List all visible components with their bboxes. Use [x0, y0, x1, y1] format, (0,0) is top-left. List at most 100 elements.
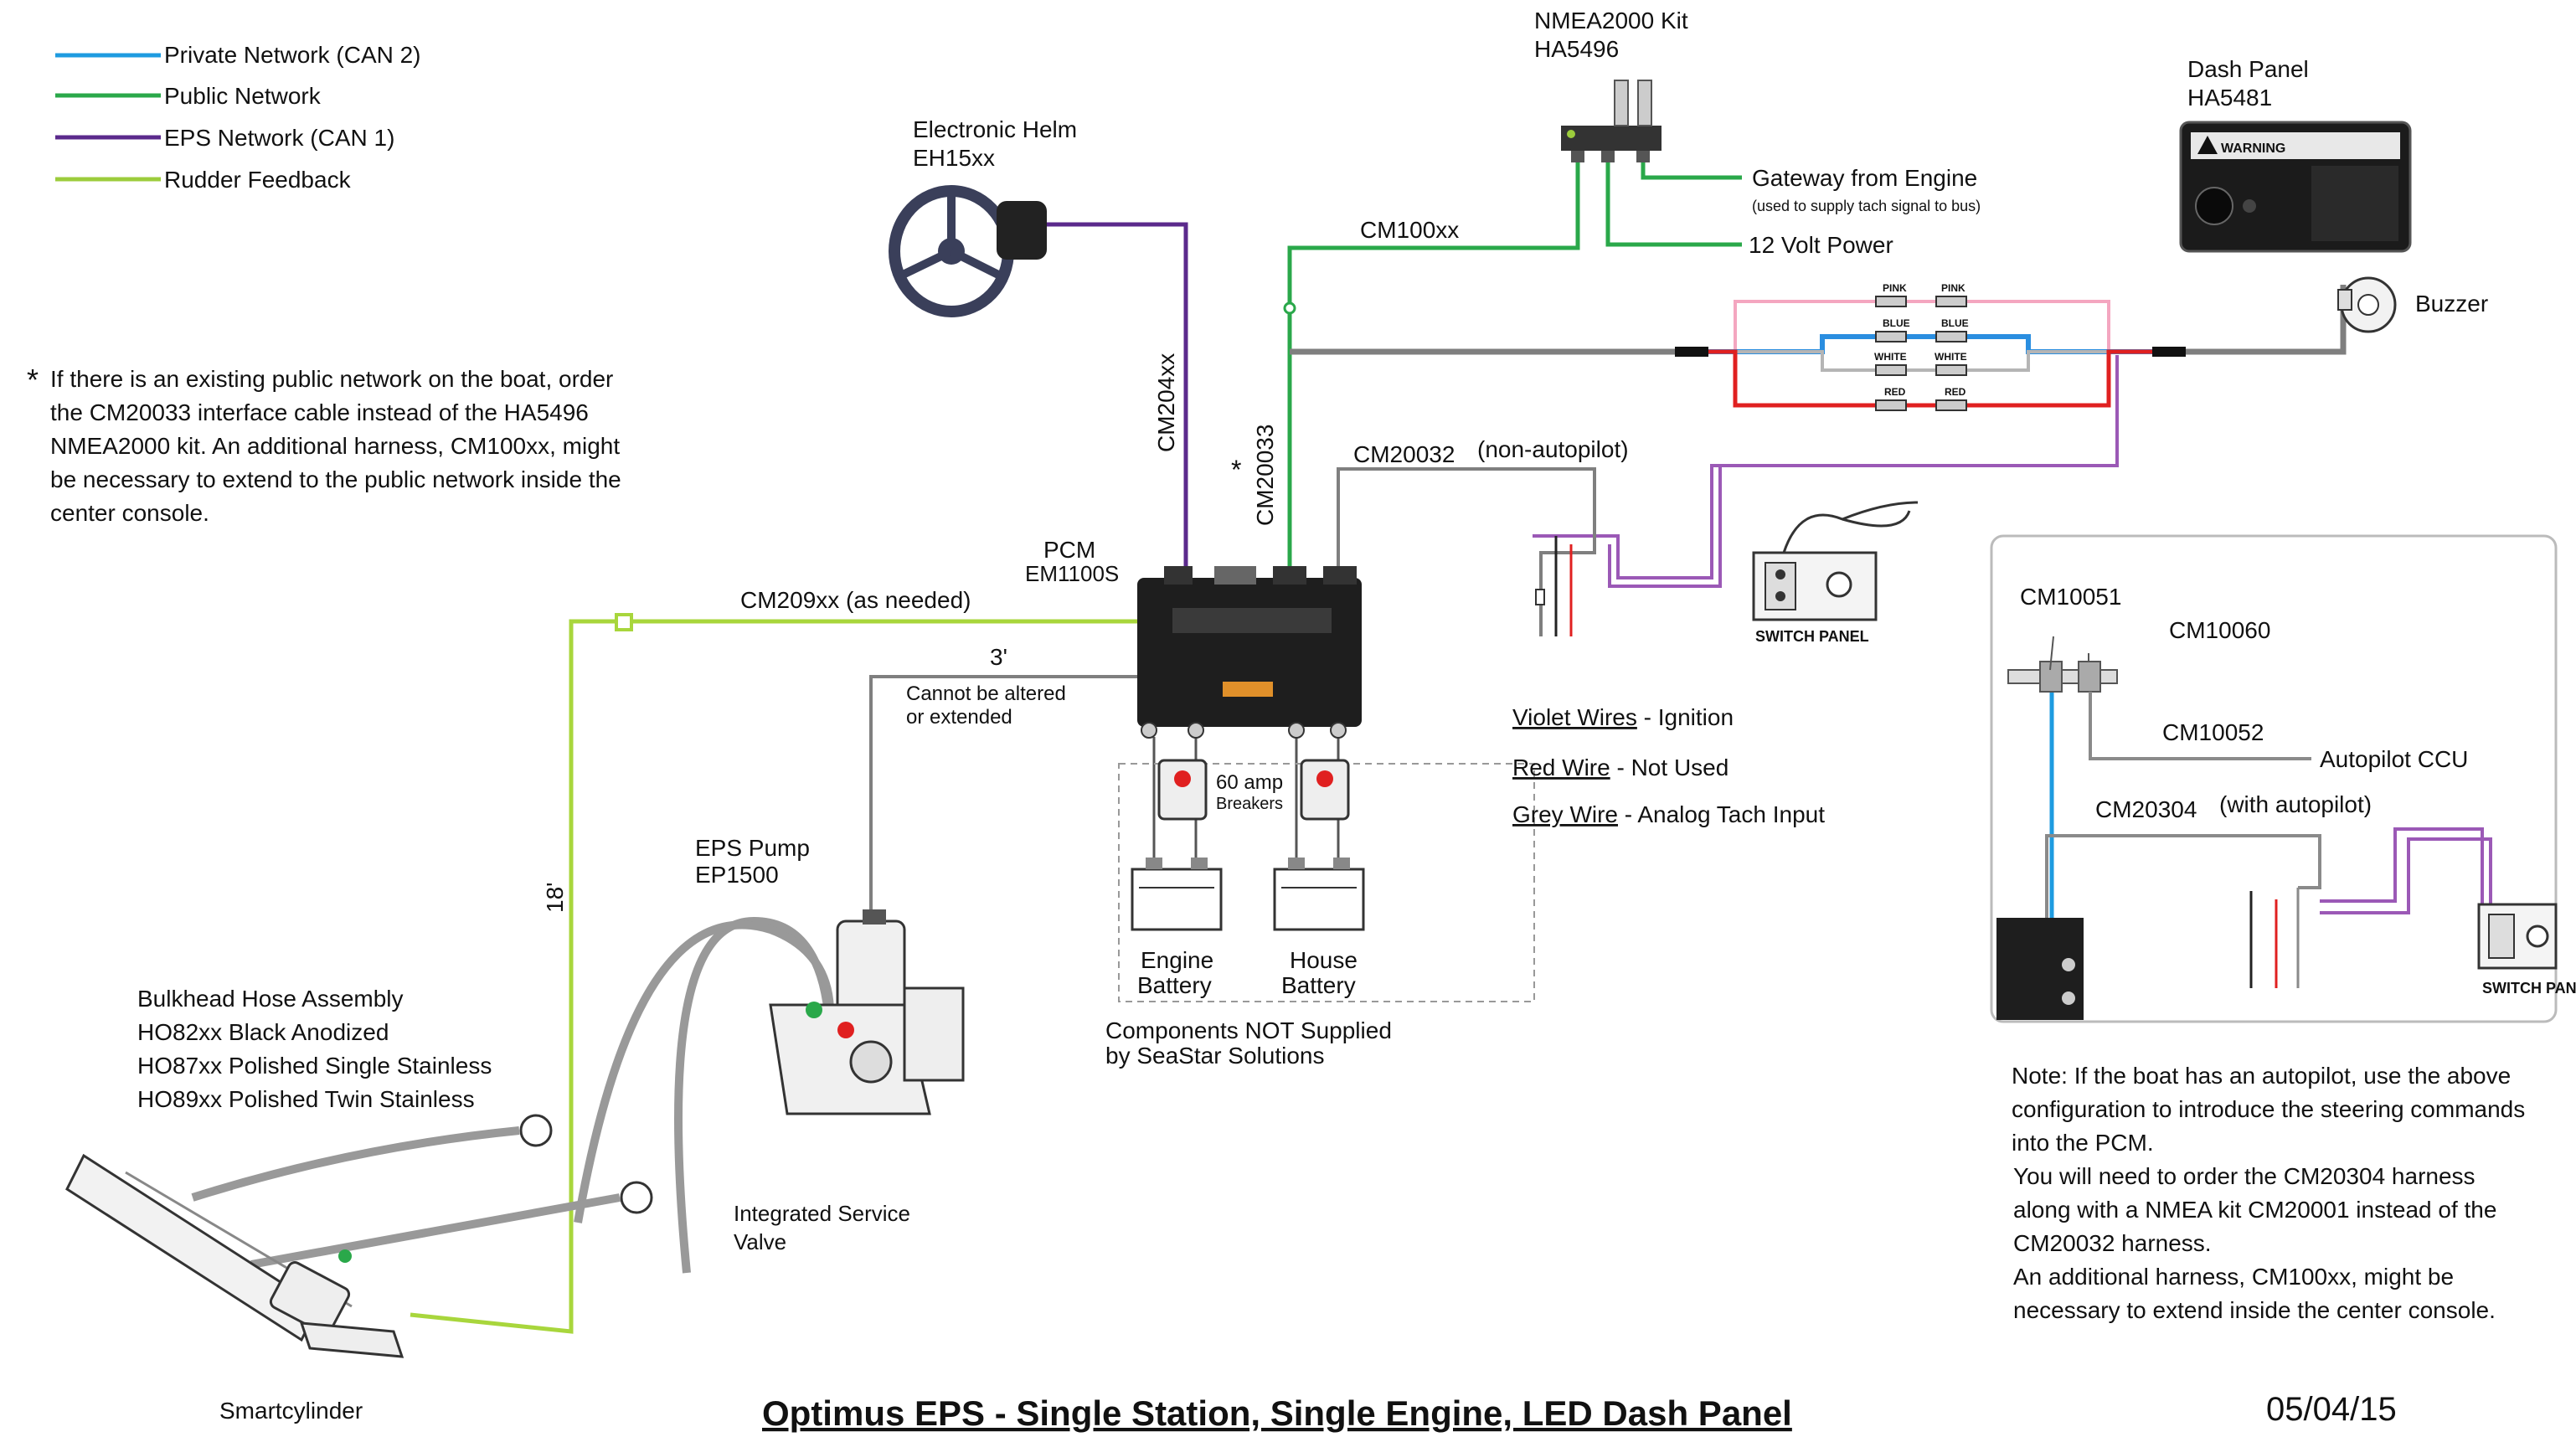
switch-panel-label: SWITCH PANEL [1755, 628, 1869, 645]
inset-switch-panel-label: SWITCH PANE [2482, 980, 2576, 997]
house-battery [1273, 858, 1365, 931]
helm-part: EH15xx [913, 145, 995, 171]
pump-title: EPS Pump [695, 835, 810, 861]
wire-key-desc: - Ignition [1637, 704, 1734, 730]
power-wire [1605, 159, 1742, 247]
wire-key-desc: - Analog Tach Input [1618, 801, 1825, 827]
public-network-junction [1283, 301, 1296, 315]
autopilot-note: Note: If the boat has an autopilot, use … [2012, 1063, 2525, 1323]
inset-tee [2078, 661, 2101, 693]
inset-ccu-wire [2089, 692, 2311, 760]
fuse [1875, 296, 1907, 307]
fuse [1875, 399, 1907, 411]
smartcylinder [65, 1153, 404, 1358]
not-supplied-label: Components NOT Supplied [1105, 1017, 1392, 1043]
svg-text:Red Wire - Not Used: Red Wire - Not Used [1512, 755, 1728, 780]
fuse [1875, 364, 1907, 376]
wire-key-name: Violet Wires [1512, 704, 1637, 730]
inset-cm20304-wire [2045, 834, 2321, 921]
fuse [1935, 331, 1967, 343]
nmea-kit-part: HA5496 [1534, 36, 1619, 62]
cm100xx-label: CM100xx [1360, 217, 1459, 243]
connector [1675, 347, 1708, 357]
legend-public-label: Public Network [164, 83, 322, 109]
note-line: along with a NMEA kit CM20001 instead of… [2013, 1197, 2496, 1223]
fuse-label-blue: BLUE [1941, 317, 1969, 329]
footnote-line: center console. [50, 500, 209, 526]
note-line: necessary to extend inside the center co… [2013, 1297, 2496, 1323]
nmea-kit [1561, 80, 1662, 162]
note-line: You will need to order the CM20304 harne… [2013, 1163, 2476, 1189]
note-line: configuration to introduce the steering … [2012, 1096, 2525, 1122]
footnote-line: If there is an existing public network o… [50, 366, 613, 392]
pump-part: EP1500 [695, 862, 779, 888]
legend: Private Network (CAN 2) Public Network E… [55, 42, 421, 193]
power-label: 12 Volt Power [1749, 232, 1893, 258]
valve-label: Integrated Service [734, 1201, 910, 1226]
house-battery-label: House [1290, 947, 1358, 973]
footnote: * If there is an existing public network… [27, 363, 621, 526]
fuse-label-white: WHITE [1935, 351, 1967, 363]
wire-terminal [1535, 589, 1545, 605]
wire-key: Violet Wires - Ignition Red Wire - Not U… [1512, 704, 1825, 827]
hose-line: HO89xx Polished Twin Stainless [137, 1086, 475, 1112]
warning-icon [2197, 136, 2218, 154]
rudder-feedback-wire [410, 619, 1147, 1334]
cm204xx-label: CM204xx [1153, 353, 1179, 452]
diagram-date: 05/04/15 [2266, 1391, 2397, 1428]
blue-wire [1708, 334, 2152, 354]
cylinder-label: Smartcylinder [219, 1398, 363, 1424]
eps-pump [574, 909, 965, 1274]
fuse-label-red: RED [1884, 386, 1906, 398]
pcm-part: EM1100S [1025, 561, 1119, 586]
hose-fittings [191, 1114, 653, 1269]
hose-title: Bulkhead Hose Assembly [137, 986, 404, 1012]
not-supplied-box [1118, 763, 1535, 1002]
fuse-label-pink: PINK [1941, 282, 1965, 294]
fuse [1935, 364, 1967, 376]
wire-key-desc: - Not Used [1610, 755, 1729, 780]
cannot-alter-label: or extended [906, 706, 1012, 729]
inset-cm10051: CM10051 [2020, 584, 2121, 610]
switch-panel [1752, 501, 1919, 621]
breakers-label: Breakers [1216, 795, 1283, 813]
fuse-harness: PINK PINK BLUE BLUE WHITE WHITE RED RED [1708, 282, 2152, 411]
svg-text:Grey Wire - Analog Tach Input: Grey Wire - Analog Tach Input [1512, 801, 1825, 827]
electronic-helm [889, 185, 1047, 317]
fuse-label-blue: BLUE [1883, 317, 1910, 329]
note-line: Note: If the boat has an autopilot, use … [2012, 1063, 2511, 1089]
rudder-connector [615, 613, 633, 631]
eighteen-ft-label: 18' [542, 883, 568, 914]
cm209xx-label: CM209xx (as needed) [740, 587, 971, 613]
grey-trunk-to-dash [2169, 285, 2347, 355]
cannot-alter-label: Cannot be altered [906, 682, 1066, 705]
cm20032-grey-wire [1337, 467, 1596, 636]
breakers [1157, 759, 1350, 821]
dash-panel: WARNING [2179, 121, 2412, 253]
fuse [1875, 331, 1907, 343]
not-supplied-label: by SeaStar Solutions [1105, 1043, 1325, 1069]
fuse [1935, 296, 1967, 307]
dash-panel-title: Dash Panel [2187, 56, 2309, 82]
violet-ignition-wire [1608, 466, 1722, 588]
inset-cm20304-note: (with autopilot) [2219, 791, 2372, 817]
gateway-wire [1641, 159, 1742, 180]
eps-network-wire [1035, 222, 1188, 586]
fuse [1935, 399, 1967, 411]
pink-wire [1708, 300, 2152, 353]
pcm-title: PCM [1043, 537, 1095, 563]
engine-battery-label: Engine [1141, 947, 1213, 973]
inset-ccu: Autopilot CCU [2320, 746, 2468, 772]
dash-warning-label: WARNING [2221, 142, 2285, 156]
engine-battery [1131, 858, 1223, 931]
cm20032-label: CM20032 [1353, 441, 1455, 467]
inset-cm10052: CM10052 [2162, 719, 2264, 745]
connector [2152, 347, 2186, 357]
inset-frame [1990, 534, 2558, 1023]
legend-eps-label: EPS Network (CAN 1) [164, 125, 394, 151]
breakers-amp: 60 amp [1216, 771, 1283, 794]
nmea-kit-title: NMEA2000 Kit [1534, 8, 1688, 33]
cm20033-label: CM20033 [1252, 425, 1278, 526]
hose-line: HO82xx Black Anodized [137, 1019, 389, 1045]
